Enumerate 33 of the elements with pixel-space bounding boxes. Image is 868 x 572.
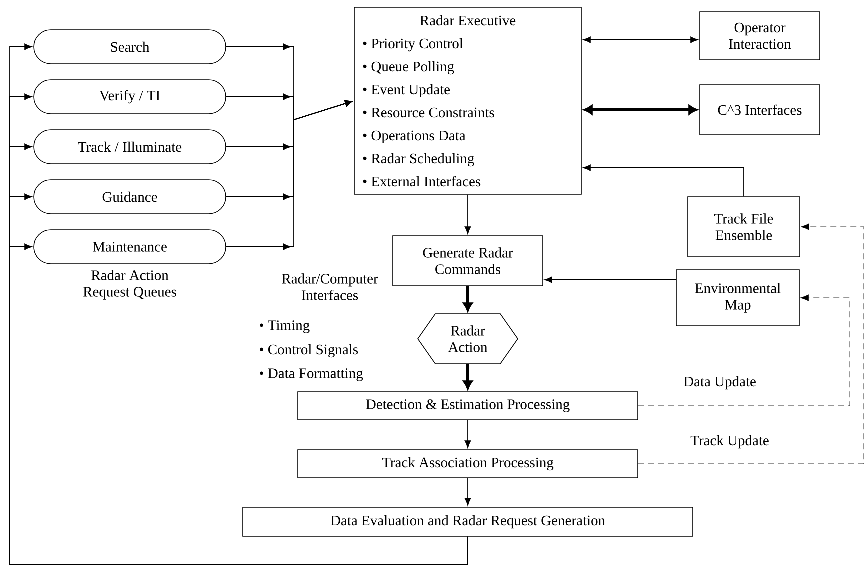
- queue-box: Guidance: [34, 180, 226, 214]
- caption-text: Radar/Computer Interfaces: [282, 274, 378, 300]
- arrow: [583, 164, 744, 198]
- process-box: Data Evaluation and Radar Request Generation: [242, 507, 694, 537]
- arrow: [226, 100, 353, 250]
- process-box: C^3 Interfaces: [700, 84, 820, 136]
- arrow: [638, 294, 850, 406]
- process-box: Detection & Estimation Processing: [298, 392, 638, 420]
- process-box: Environmental Map: [676, 270, 800, 326]
- arrow: [464, 420, 472, 448]
- arrow: [464, 478, 472, 506]
- process-box: Track Association Processing: [298, 450, 638, 478]
- process-box: Operator Interaction: [700, 12, 820, 60]
- arrow: [544, 276, 677, 284]
- action-hexagon: Radar Action: [418, 314, 518, 364]
- arrow: [463, 286, 473, 312]
- process-box: Track File Ensemble: [688, 196, 800, 258]
- arrow: [463, 364, 473, 390]
- queue-box: Track / Illuminate: [34, 130, 226, 164]
- edge-label: Track Update: [690, 434, 770, 450]
- bullet-item: • Data Formatting: [260, 368, 364, 382]
- executive-box: Radar Executive • Priority Control • Queue Polling • Event Update • Resource Constraints • Operations Data • Radar Scheduling • External Interfaces: [354, 7, 582, 195]
- queue-box: Verify / TI: [34, 80, 226, 114]
- edge-label: Data Update: [682, 375, 758, 391]
- arrow: [638, 224, 864, 464]
- process-box: Generate Radar Commands: [392, 236, 544, 286]
- bullet-item: • Timing: [260, 320, 310, 334]
- queue-box: Search: [34, 30, 226, 64]
- arrow: [464, 194, 472, 234]
- queue-box: Maintenance: [34, 230, 226, 264]
- bullet-item: • Control Signals: [260, 344, 358, 358]
- arrow: [583, 36, 698, 44]
- arrow: [584, 105, 698, 115]
